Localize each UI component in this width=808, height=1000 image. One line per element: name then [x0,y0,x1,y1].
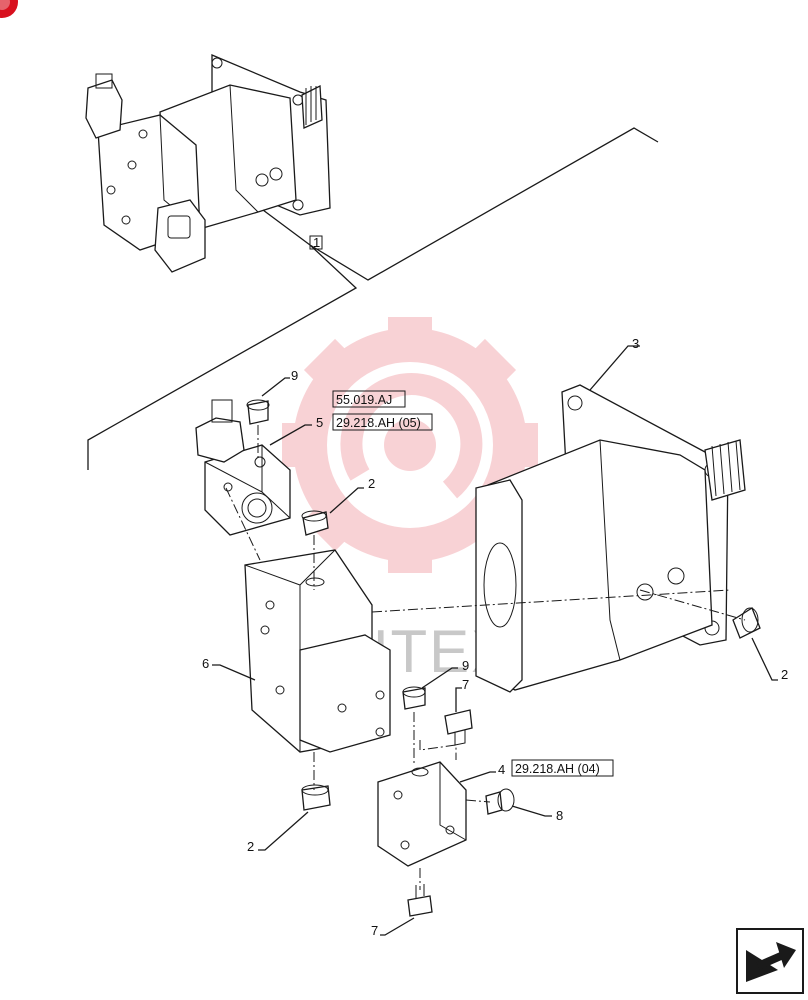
bolt-7-upper [444,709,473,746]
plug-2-lower [301,784,331,811]
leader-5 [269,424,312,446]
leader-4 [459,771,496,783]
label-2-upper: 2 [368,476,375,491]
plug-9-lower [402,686,426,710]
ref-29218-04: 29.218.AH (04) [515,762,600,776]
label-box-1 [309,235,323,250]
label-9-upper: 9 [291,368,298,383]
leader-2-right [751,637,778,681]
leader-6 [212,664,256,681]
label-9-lower: 9 [462,658,469,673]
label-1: 1 [313,235,320,250]
watermark-gear-icon [282,317,538,573]
leader-8 [511,805,552,817]
plug-2-right [732,607,761,639]
bracket-lines [87,127,659,470]
motor-housing [475,384,746,693]
corner-badge-icon [0,0,18,18]
valve-4 [377,761,467,867]
label-5: 5 [316,415,323,430]
ref-box-29218-04 [511,759,614,777]
leader-7-lower [380,917,415,936]
plug-9-upper [246,399,270,425]
label-8: 8 [556,808,563,823]
leader-9-upper [261,377,290,397]
leader-7-upper [455,687,462,712]
label-2-right: 2 [781,667,788,682]
label-3: 3 [632,336,639,351]
assembly-axis-lines [225,425,746,890]
leader-9-lower [421,667,458,689]
leader-2-upper [329,487,364,514]
leader-3 [589,345,640,391]
plug-2-upper [301,510,329,536]
label-2-lower: 2 [247,839,254,854]
valve-5 [195,399,291,536]
bolt-7-lower [407,884,433,917]
screw-8 [485,788,515,815]
ref-box-55019 [332,390,406,408]
label-7-lower: 7 [371,923,378,938]
next-page-arrow-icon[interactable] [736,928,804,994]
leader-2-lower [258,811,309,851]
ref-box-29218-05 [332,413,433,431]
label-7-upper: 7 [462,677,469,692]
label-4: 4 [498,762,505,777]
assembled-motor [85,54,331,273]
ref-29218-05: 29.218.AH (05) [336,416,421,430]
label-6: 6 [202,656,209,671]
ref-55019: 55.019.AJ [336,393,392,407]
block-6 [244,549,391,753]
